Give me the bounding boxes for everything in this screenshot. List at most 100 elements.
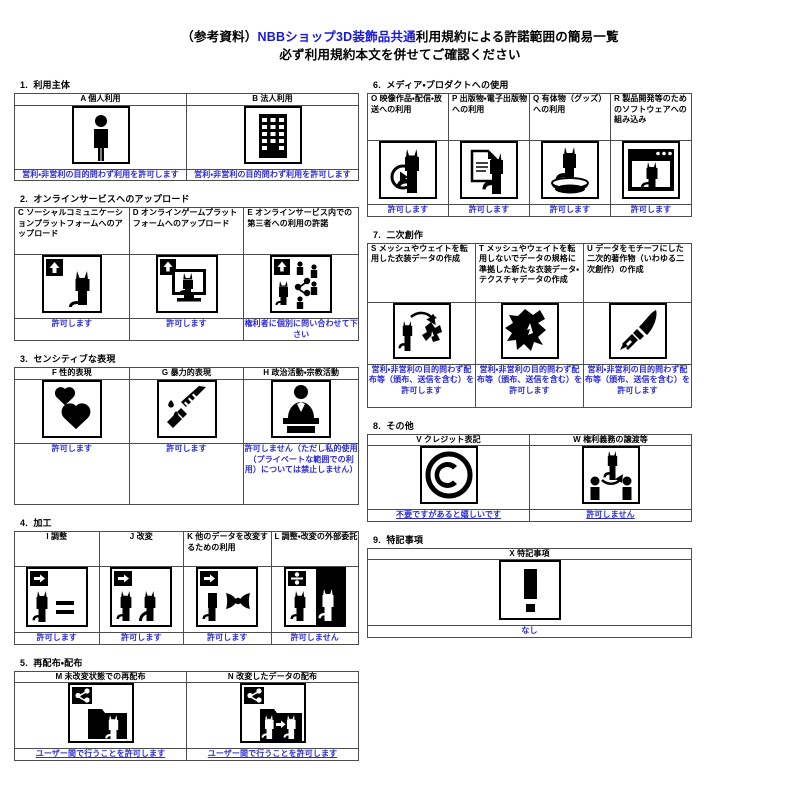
col-icon-D	[128, 254, 245, 320]
cat-document-icon	[460, 141, 518, 200]
col-header-A: A 個人利用	[14, 93, 187, 106]
section-7-number: 7.	[373, 229, 381, 240]
cat-window-software-icon	[622, 141, 680, 200]
section-2-table: C ソーシャルコミュニケーションプラットフォームへのアップロード D オンライン…	[14, 207, 359, 342]
section-7: 7. 二次創作 S メッシュやウェイトを転用した衣装データの作成 T メッシュや…	[366, 228, 692, 408]
header-row: A 個人利用 B 法人利用	[14, 93, 359, 106]
col-header-G: G 暴力的表現	[128, 367, 245, 380]
col-header-F: F 性的表現	[14, 367, 130, 380]
col-permission-D: 許可します	[128, 318, 245, 342]
cat-play-button-icon	[379, 141, 437, 200]
col-icon-U	[583, 301, 692, 365]
col-permission-F: 許可します	[14, 442, 130, 505]
section-6-table: O 映像作品・配信・放送への利用 P 出版物・電子出版物への利用 Q 有体物（グ…	[367, 93, 692, 217]
col-header-C: C ソーシャルコミュニケーションプラットフォームへのアップロード	[14, 207, 130, 256]
section-1-table: A 個人利用 B 法人利用 営利・非	[14, 93, 359, 182]
icon-row	[367, 140, 692, 206]
col-permission-S: 営利・非営利の目的問わず配布等（頒布、送信を含む）を許可します	[366, 363, 477, 408]
upload-cat-icon	[41, 255, 102, 314]
header-row: I 調整 J 改変 K 他のデータを改変するための利用 L 調整・改変の外部委託	[14, 530, 360, 567]
col-header-R: R 製品開発等のためのソフトウェアへの組み込み	[610, 93, 692, 142]
col-icon-E	[243, 254, 359, 320]
document-body: 1. 利用主体 A 個人利用 B 法人利用	[0, 64, 800, 771]
col-permission-V: 不要ですがあると嬉しいです	[367, 509, 530, 522]
paintbrush-icon	[608, 302, 667, 359]
col-icon-J	[98, 565, 185, 633]
section-9-title: 9. 特記事項	[373, 533, 692, 546]
col-permission-X: なし	[367, 625, 692, 638]
header-row: V クレジット表記 W 権利義務の譲渡等	[367, 433, 692, 447]
header-row: F 性的表現 G 暴力的表現 H 政治活動・宗教活動	[14, 367, 359, 380]
col-header-X: X 特記事項	[367, 547, 692, 561]
col-header-J: J 改変	[98, 530, 185, 567]
icon-row	[14, 254, 359, 320]
clothes-icon	[500, 302, 559, 359]
col-permission-J: 許可します	[98, 632, 185, 645]
col-permission-W: 許可しません	[529, 509, 692, 522]
icon-row	[367, 445, 692, 511]
col-permission-K: 許可します	[183, 632, 272, 645]
podium-speaker-icon	[271, 379, 332, 438]
col-header-L: L 調整・改変の外部委託	[270, 530, 360, 567]
section-4-table: I 調整 J 改変 K 他のデータを改変するための利用 L 調整・改変の外部委託	[14, 530, 360, 645]
section-6: 6. メディア・プロダクトへの使用 O 映像作品・配信・放送への利用 P 出版物…	[367, 78, 692, 217]
left-column: 1. 利用主体 A 個人利用 B 法人利用	[14, 78, 360, 771]
col-icon-N	[186, 682, 359, 750]
section-5-table: M 未改変状態での再配布 N 改変したデータの配布	[14, 670, 359, 761]
header-row: X 特記事項	[367, 547, 692, 561]
section-5-title: 5. 再配布・配布	[20, 656, 359, 669]
permission-row: 許可します 許可します 権利者に個別に問い合わせて下さい	[14, 318, 359, 342]
icon-row	[14, 378, 359, 444]
section-4-title: 4. 加工	[20, 516, 359, 529]
col-header-K: K 他のデータを改変するための利用	[183, 530, 272, 567]
section-4-name: 加工	[33, 517, 52, 528]
title-brand: NBBショップ3D装飾品共通	[257, 30, 416, 44]
knife-icon	[156, 379, 217, 438]
col-header-S: S メッシュやウェイトを転用した衣装データの作成	[366, 242, 477, 303]
col-permission-U: 営利・非営利の目的問わず配布等（頒布、送信を含む）を許可します	[583, 363, 692, 408]
col-icon-W	[529, 445, 692, 511]
header-row: M 未改変状態での再配布 N 改変したデータの配布	[14, 670, 359, 684]
col-icon-A	[14, 104, 187, 170]
permission-row: 営利・非営利の目的問わず利用を許可します 営利・非営利の目的問わず利用を許可しま…	[14, 168, 359, 182]
col-icon-I	[14, 565, 100, 633]
outsource-cat-icon	[283, 566, 346, 627]
col-permission-O: 許可します	[367, 204, 449, 217]
col-header-U: U データをモチーフにした二次的著作物（いわゆる二次創作）の作成	[583, 242, 692, 303]
cat-to-clothes-icon	[392, 302, 451, 359]
title-suffix: 利用規約による許諾範囲の簡易一覧	[415, 30, 619, 44]
section-4: 4. 加工 I 調整 J 改変 K 他のデータを改変するための利用 L 調整・改…	[14, 516, 360, 645]
col-icon-R	[610, 140, 692, 206]
section-1-name: 利用主体	[33, 80, 71, 91]
section-2-number: 2.	[20, 194, 28, 205]
col-permission-E: 権利者に個別に問い合わせて下さい	[243, 318, 359, 342]
header-row: O 映像作品・配信・放送への利用 P 出版物・電子出版物への利用 Q 有体物（グ…	[367, 93, 692, 142]
col-permission-G: 許可します	[128, 442, 245, 505]
upload-cat-monitor-icon	[155, 255, 218, 314]
icon-row	[367, 559, 692, 627]
col-permission-C: 許可します	[14, 318, 130, 342]
transfer-rights-icon	[581, 446, 640, 505]
col-icon-O	[367, 140, 449, 206]
col-icon-C	[14, 254, 130, 320]
header-row: C ソーシャルコミュニケーションプラットフォームへのアップロード D オンライン…	[14, 207, 359, 256]
col-permission-B: 営利・非営利の目的問わず利用を許可します	[186, 168, 359, 182]
col-icon-M	[14, 682, 187, 750]
right-column: 6. メディア・プロダクトへの使用 O 映像作品・配信・放送への利用 P 出版物…	[366, 78, 692, 649]
col-header-H: H 政治活動・宗教活動	[243, 367, 359, 380]
icon-row	[366, 301, 692, 365]
arrow-cat-ribbon-icon	[196, 566, 259, 627]
section-9-number: 9.	[373, 534, 381, 545]
section-5: 5. 再配布・配布 M 未改変状態での再配布 N 改変したデータの配布	[14, 656, 359, 761]
section-3-title: 3. センシティブな表現	[20, 352, 359, 365]
upload-cat-share-people-icon	[270, 255, 333, 314]
section-3-name: センシティブな表現	[33, 354, 116, 365]
col-permission-A: 営利・非営利の目的問わず利用を許可します	[14, 168, 187, 182]
section-8-title: 8. その他	[373, 419, 692, 432]
share-folder-cat-icon	[67, 683, 134, 744]
permission-row: ユーザー間で行うことを許可します ユーザー間で行うことを許可します	[14, 748, 359, 761]
section-8-number: 8.	[373, 420, 381, 431]
col-header-D: D オンラインゲームプラットフォームへのアップロード	[128, 207, 245, 256]
share-folder-cat-modified-icon	[239, 683, 306, 744]
permission-row: なし	[367, 625, 692, 638]
